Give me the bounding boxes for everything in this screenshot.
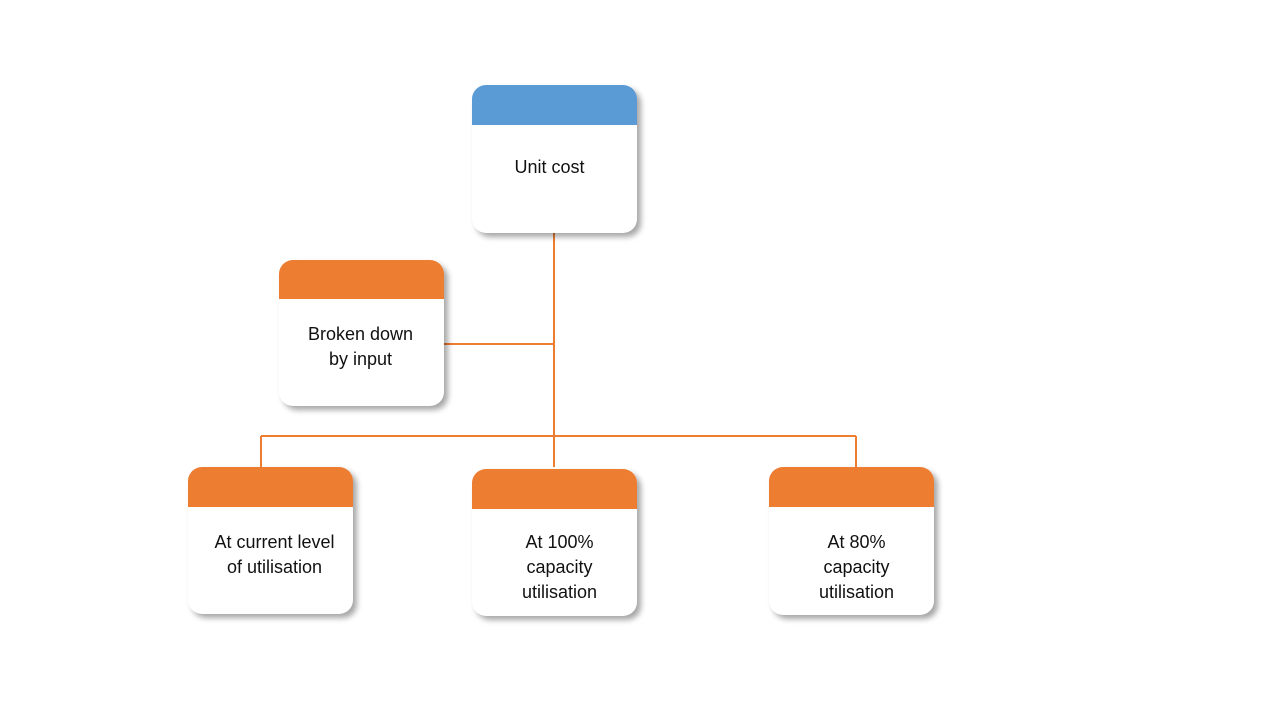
- node-unit-cost: Unit cost: [472, 85, 637, 233]
- node-header: [769, 467, 934, 507]
- node-current-level: At current level of utilisation: [188, 467, 353, 614]
- node-label-line: utilisation: [521, 582, 598, 602]
- node-broken-down-by-input: Broken down by input: [279, 260, 444, 406]
- node-label: Unit cost: [514, 157, 585, 177]
- node-label-line: by input: [328, 349, 393, 369]
- node-80-capacity: At 80% capacity utilisation: [769, 467, 934, 615]
- node-label-line: utilisation: [818, 582, 895, 602]
- node-label-line: capacity: [823, 557, 890, 577]
- node-100-capacity: At 100% capacity utilisation: [472, 469, 637, 616]
- node-label-line: At current level: [214, 532, 335, 552]
- node-header: [472, 85, 637, 125]
- node-header: [279, 260, 444, 299]
- node-header: [188, 467, 353, 507]
- node-label-line: capacity: [526, 557, 593, 577]
- node-label-line: At 100%: [525, 532, 594, 552]
- node-label-line: At 80%: [827, 532, 886, 552]
- node-header: [472, 469, 637, 509]
- node-label-line: Broken down: [307, 324, 414, 344]
- node-label-line: of utilisation: [226, 557, 323, 577]
